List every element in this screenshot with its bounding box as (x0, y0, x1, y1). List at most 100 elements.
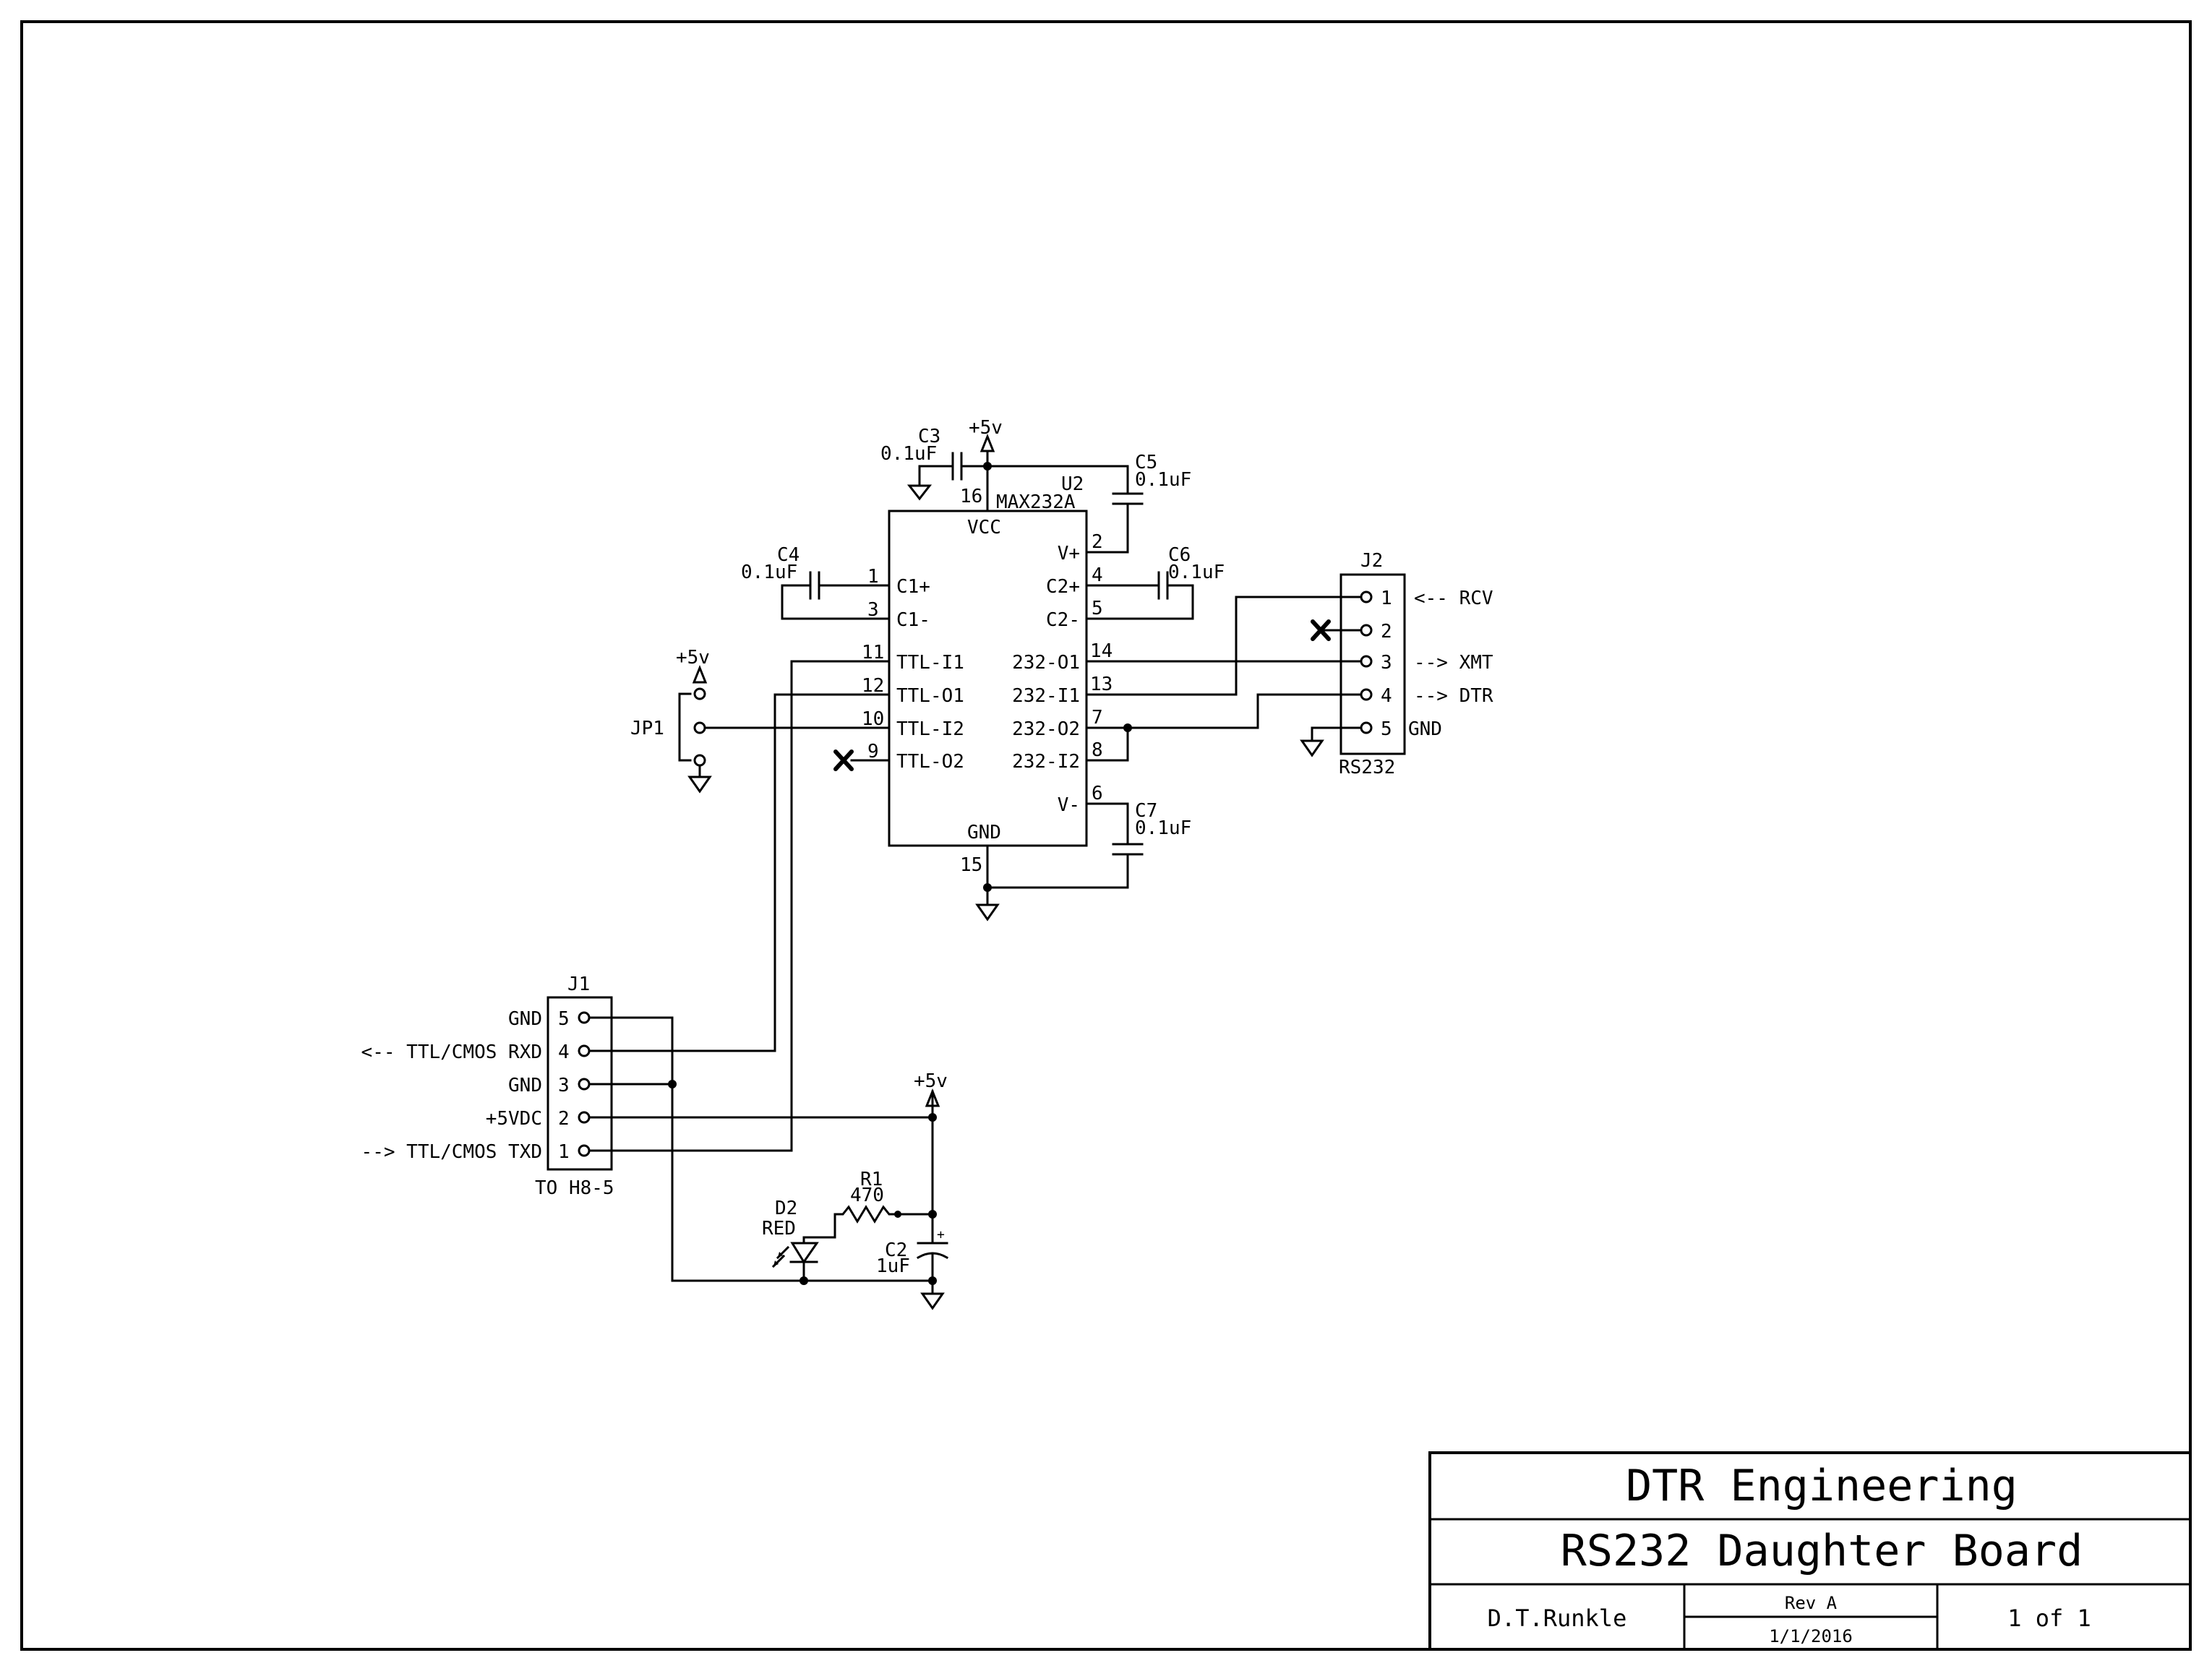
junction-r1 (928, 1210, 937, 1219)
j1-pad-3 (578, 1078, 591, 1091)
u2-pin3-num: 3 (867, 599, 879, 621)
u2-pin12-num: 12 (862, 675, 884, 697)
title-block-frame (1428, 1451, 2192, 1651)
junction-c2 (928, 1276, 937, 1285)
u2-label-ttl-i2: TTL-I2 (896, 718, 964, 740)
d2-led (790, 1242, 819, 1264)
jp1-pad-3 (693, 754, 706, 767)
j2-ground (1300, 739, 1324, 757)
u2-gnd-label: GND (967, 822, 1001, 843)
jp1-ground (687, 776, 712, 794)
title-block: DTR Engineering RS232 Daughter Board D.T… (1428, 1451, 2192, 1651)
plus5v-arrow-top (979, 433, 995, 452)
c2-value: 1uF (876, 1255, 910, 1277)
wire-5v-to-r1 (896, 1104, 934, 1245)
u2-label-c2p: C2+ (1046, 576, 1080, 598)
u2-pin14-num: 14 (1090, 640, 1113, 662)
j1-pin-2: 2 (558, 1108, 570, 1130)
top-power-net: +5v C3 0.1uF C5 0.1uF (880, 417, 1191, 554)
r1-ref: R1 (860, 1169, 883, 1190)
c5-value: 0.1uF (1135, 469, 1191, 491)
u2-pin2-num: 2 (1092, 531, 1103, 553)
u2-label-232-i1: 232-I1 (1012, 685, 1080, 707)
u2-pin13-num: 13 (1090, 674, 1113, 695)
vcc-wire (986, 450, 1129, 495)
junction-d2 (800, 1276, 808, 1285)
wire-txd (588, 660, 793, 1152)
c7-value: 0.1uF (1135, 817, 1191, 839)
u2-label-c1m: C1- (896, 609, 930, 631)
r1-value: 470 (850, 1185, 884, 1206)
u2-pin4-num: 4 (1092, 564, 1103, 586)
u2-max232a: U2 MAX232A VCC GND 1 3 11 12 10 9 C1+ C1… (773, 465, 1368, 889)
u2-label-c1p: C1+ (896, 576, 930, 598)
j2-body (1339, 573, 1406, 755)
jp1-ref: JP1 (630, 718, 664, 739)
j1-pad-1 (578, 1144, 591, 1157)
j1-ref: J1 (567, 974, 590, 995)
c7-ref: C7 (1135, 800, 1157, 822)
j2-pad-3 (1360, 655, 1373, 668)
wire-5vdc (588, 1090, 934, 1119)
j1-pad-5 (578, 1011, 591, 1024)
j1-pin-3: 3 (558, 1075, 570, 1096)
jp1-bracket (678, 692, 692, 762)
j2-pin-2: 2 (1381, 621, 1392, 643)
c3-ground (906, 484, 933, 501)
j1-label-txd: --> TTL/CMOS TXD (361, 1141, 542, 1163)
c4-wire (781, 584, 826, 620)
u2-pin16-num: 16 (960, 486, 982, 507)
wire-gnd-5 (588, 1016, 934, 1282)
d2-arrowhead-2 (773, 1260, 779, 1266)
u2-pin9-no-connect (833, 749, 854, 771)
title-author: D.T.Runkle (1488, 1605, 1627, 1632)
plus5v-arrow-jp1 (692, 664, 708, 684)
c7-gnd-net: C7 0.1uF (975, 800, 1191, 922)
junction-pin7-8 (1123, 723, 1132, 732)
j1-connector: J1 TO H8-5 5 4 3 2 1 GND <-- TTL/CMOS RX… (361, 660, 937, 1282)
j1-label-5vdc: +5VDC (486, 1108, 542, 1130)
j2-ref: J2 (1360, 550, 1383, 572)
title-sheet: 1 of 1 (2007, 1605, 2091, 1632)
j2-pin-3: 3 (1381, 652, 1392, 674)
wire-rxd (588, 693, 776, 1052)
u2-label-232-o1: 232-O1 (1012, 652, 1080, 674)
u2-pin10-num: 10 (862, 708, 884, 730)
c3-value: 0.1uF (880, 443, 937, 465)
j1-pin-4: 4 (558, 1041, 570, 1063)
j2-pad-2 (1360, 624, 1373, 637)
j1-pin-5: 5 (558, 1008, 570, 1030)
u2-label-vminus: V- (1058, 794, 1080, 816)
u2-vcc-label: VCC (967, 517, 1001, 538)
j2-signal-rcv: <-- RCV (1414, 588, 1493, 609)
plus5v-label-top: +5v (969, 417, 1003, 439)
jp1-jumper: +5v JP1 (630, 647, 826, 794)
d2-value: RED (762, 1218, 796, 1240)
wire-dtr (1256, 693, 1363, 729)
plus5v-label-jp1: +5v (676, 647, 710, 669)
c4-ref: C4 (777, 544, 800, 566)
u2-pin1-num: 1 (867, 566, 879, 588)
u2-label-232-o2: 232-O2 (1012, 718, 1080, 740)
wire-j2-gnd (1311, 726, 1363, 742)
u2-pin6-num: 6 (1092, 783, 1103, 804)
j2-signal-xmt: --> XMT (1414, 652, 1493, 674)
d2-ref: D2 (775, 1198, 797, 1219)
j2-pad-1 (1360, 590, 1373, 603)
j2-name: RS232 (1339, 757, 1395, 778)
u2-pin15-num: 15 (960, 854, 982, 876)
u2-pin8-num: 8 (1092, 739, 1103, 761)
u2-ref: U2 (1061, 473, 1084, 495)
j2-pin2-no-connect (1311, 619, 1331, 641)
u2-pin11-num: 11 (862, 642, 884, 663)
u2-pin9-num: 9 (867, 741, 879, 763)
c6-ref: C6 (1168, 544, 1191, 566)
j2-pin-5: 5 (1381, 718, 1392, 740)
junction-gnd-3 (668, 1080, 677, 1088)
jp1-pad-2 (693, 721, 706, 734)
title-revision: Rev A (1785, 1593, 1838, 1613)
u2-label-ttl-o1: TTL-O1 (896, 685, 964, 707)
j2-pad-5 (1360, 721, 1373, 734)
c2-ground (920, 1292, 945, 1310)
